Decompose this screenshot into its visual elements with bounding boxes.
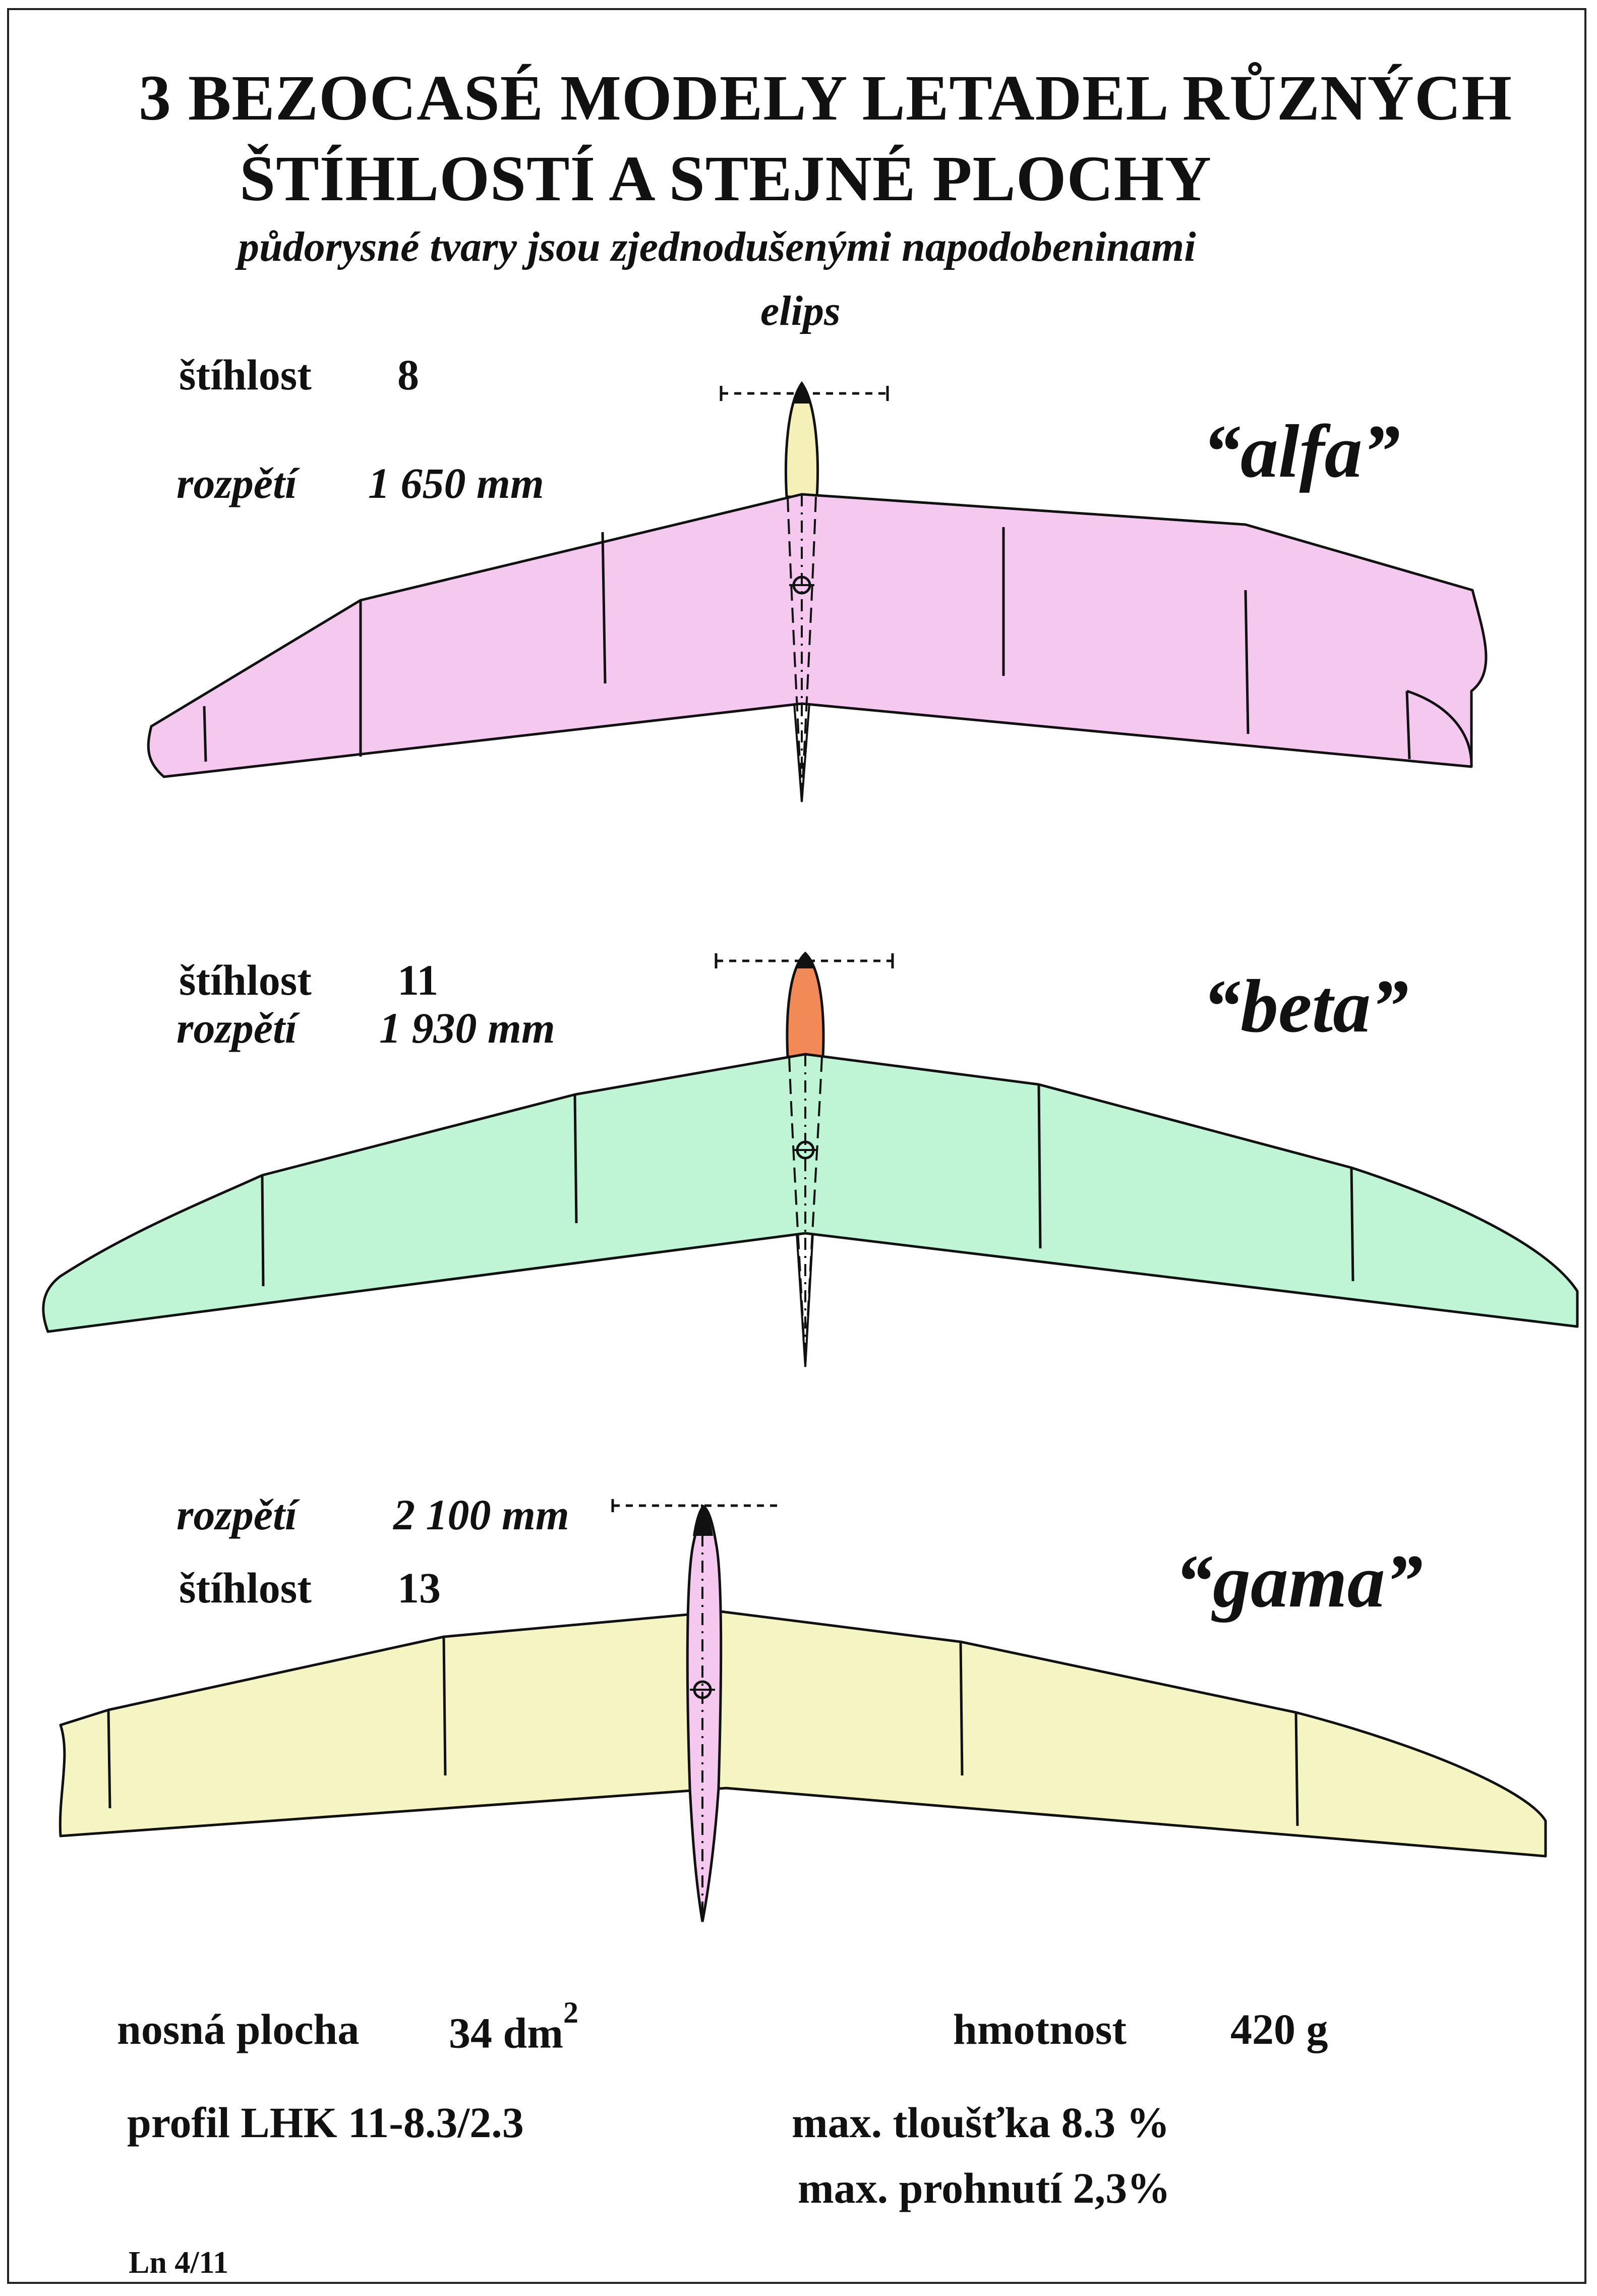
beta-slenderness-label: štíhlost — [179, 956, 312, 1004]
beta-nose-tip — [796, 953, 815, 968]
gama-ribs — [107, 1636, 1299, 1826]
max-camber-label: max. prohnutí 2,3% — [798, 2164, 1171, 2212]
gama-nose-tip — [693, 1506, 713, 1536]
beta-canopy — [786, 951, 825, 1058]
profile-label: profil LHK 11-8.3/2.3 — [127, 2098, 524, 2147]
alfa-ribs — [203, 527, 1411, 762]
gama-model-name: “gama” — [1175, 1539, 1423, 1623]
wing-area-value: 34 dm2 — [449, 1996, 578, 2057]
beta-fuselage — [788, 1054, 823, 1367]
alfa-model-name: “alfa” — [1203, 410, 1400, 493]
drawing-id: Ln 4/11 — [129, 2246, 229, 2280]
alfa-span-value: 1 650 mm — [368, 459, 544, 507]
beta-slenderness-value: 11 — [397, 956, 439, 1004]
mass-label: hmotnost — [953, 2005, 1127, 2053]
beta-span-value: 1 930 mm — [379, 1004, 555, 1052]
alfa-nose-tip — [793, 383, 811, 404]
gama-span-label: rozpětí — [176, 1490, 297, 1539]
squared-exponent: 2 — [563, 1996, 578, 2029]
page-border — [7, 8, 1586, 2284]
subtitle-line-2: elips — [760, 288, 841, 334]
subtitle-line-1: půdorysné tvary jsou zjednodušenými napo… — [238, 223, 1196, 270]
title-line-2: ŠTÍHLOSTÍ A STEJNÉ PLOCHY — [240, 143, 1212, 214]
alfa-slenderness-value: 8 — [397, 351, 419, 399]
beta-planform — [42, 951, 1579, 1367]
mass-value: 420 g — [1230, 2005, 1328, 2053]
gama-span-value: 2 100 mm — [393, 1490, 569, 1539]
alfa-planform — [147, 381, 1488, 802]
gama-slenderness-label: štíhlost — [179, 1564, 312, 1612]
alfa-slenderness-label: štíhlost — [179, 351, 312, 399]
title-line-1: 3 BEZOCASÉ MODELY LETADEL RŮZNÝCH — [139, 62, 1512, 134]
beta-model-name: “beta” — [1203, 964, 1409, 1048]
max-thickness-label: max. tloušťka 8.3 % — [792, 2098, 1170, 2147]
alfa-wing — [147, 493, 1488, 778]
gama-planform — [58, 1499, 1547, 1922]
gama-wing — [58, 1610, 1547, 1858]
beta-ribs — [261, 1084, 1354, 1287]
beta-span-label: rozpětí — [176, 1004, 297, 1052]
gama-fuselage — [686, 1504, 723, 1922]
gama-slenderness-value: 13 — [397, 1564, 441, 1612]
alfa-fuselage — [787, 494, 817, 802]
beta-wing — [42, 1053, 1579, 1333]
wing-area-label: nosná plocha — [117, 2005, 360, 2053]
alfa-span-label: rozpětí — [176, 459, 297, 507]
